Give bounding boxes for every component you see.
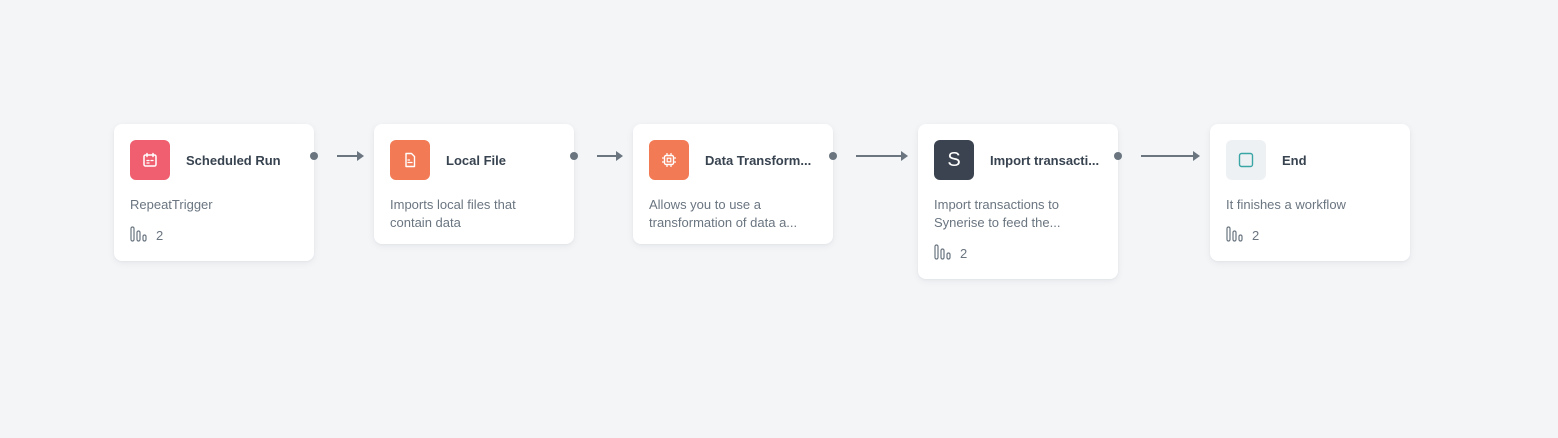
node-stats[interactable]: 2 [130, 226, 298, 245]
workflow-node-scheduled-run[interactable]: Scheduled Run RepeatTrigger 2 [114, 124, 314, 261]
node-header: Local File [390, 140, 558, 180]
output-port[interactable] [310, 152, 318, 160]
output-port[interactable] [829, 152, 837, 160]
node-header: End [1226, 140, 1394, 180]
node-stats[interactable]: 2 [934, 244, 1102, 263]
node-title: End [1282, 152, 1307, 168]
connector-arrow [337, 151, 364, 161]
connector-arrow [1141, 151, 1200, 161]
node-title: Import transacti... [990, 152, 1100, 168]
arrowhead-icon [616, 151, 623, 161]
workflow-node-data-transformation[interactable]: Data Transform... Allows you to use a tr… [633, 124, 833, 244]
node-title: Local File [446, 152, 506, 168]
node-title: Scheduled Run [186, 152, 281, 168]
node-title: Data Transform... [705, 152, 812, 168]
node-description: Imports local files that contain data [390, 197, 516, 230]
output-port[interactable] [1114, 152, 1122, 160]
node-stats[interactable]: 2 [1226, 226, 1394, 245]
chip-icon [649, 140, 689, 180]
bar-stats-icon [934, 244, 952, 263]
node-description: Import transactions to Synerise to feed … [934, 197, 1061, 230]
workflow-node-local-file[interactable]: Local File Imports local files that cont… [374, 124, 574, 244]
square-stop-icon [1226, 140, 1266, 180]
connector-arrow [597, 151, 623, 161]
arrowhead-icon [357, 151, 364, 161]
file-icon [390, 140, 430, 180]
node-description: RepeatTrigger [130, 197, 213, 212]
stats-count: 2 [960, 246, 968, 261]
stats-count: 2 [156, 228, 164, 243]
workflow-node-import-transactions[interactable]: S Import transacti... Import transaction… [918, 124, 1118, 279]
bar-stats-icon [130, 226, 148, 245]
synerise-s-letter: S [947, 148, 961, 171]
connector-arrow [856, 151, 908, 161]
output-port[interactable] [570, 152, 578, 160]
node-description: Allows you to use a transformation of da… [649, 197, 798, 230]
arrowhead-icon [1193, 151, 1200, 161]
arrowhead-icon [901, 151, 908, 161]
bar-stats-icon [1226, 226, 1244, 245]
node-header: Scheduled Run [130, 140, 298, 180]
node-header: Data Transform... [649, 140, 817, 180]
node-header: S Import transacti... [934, 140, 1102, 180]
node-description: It finishes a workflow [1226, 197, 1346, 212]
calendar-icon [130, 140, 170, 180]
stats-count: 2 [1252, 228, 1260, 243]
synerise-s-icon: S [934, 140, 974, 180]
workflow-node-end[interactable]: End It finishes a workflow 2 [1210, 124, 1410, 261]
